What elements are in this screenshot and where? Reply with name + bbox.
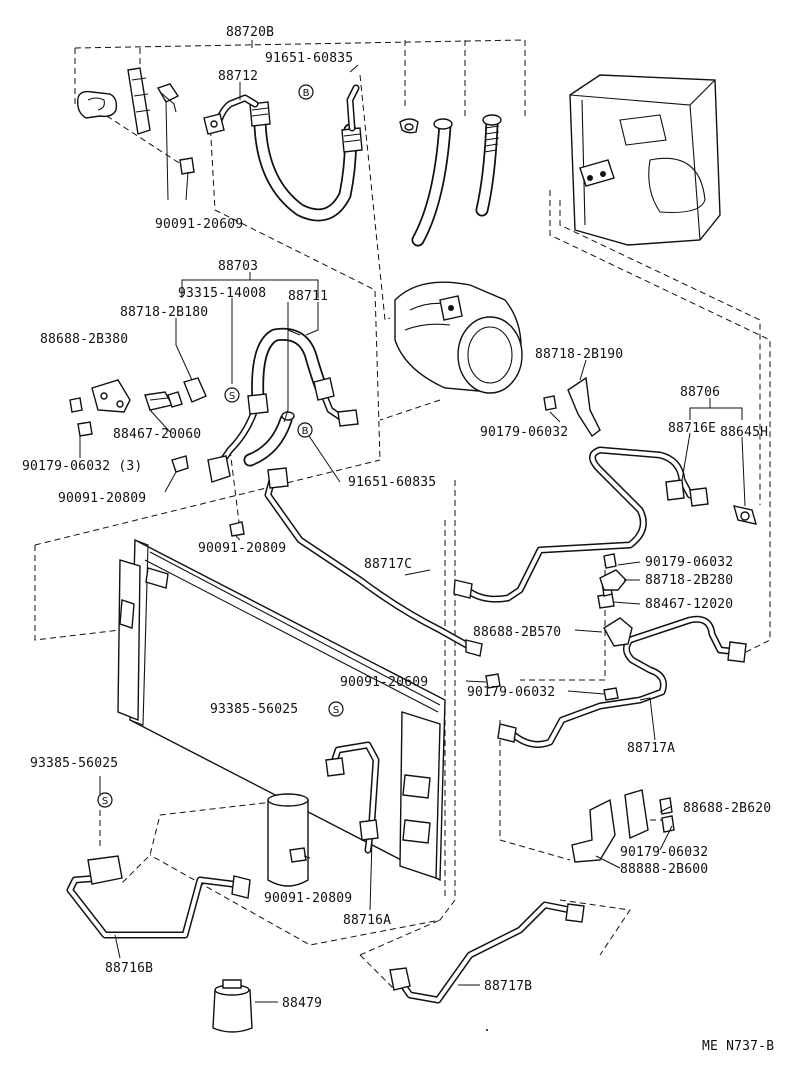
label-88467-20060: 88467-20060 [113, 427, 201, 442]
label-90179-06032-r1: 90179-06032 [480, 425, 568, 440]
bracket-88718-2b190 [543, 376, 601, 438]
label-90179-06032-r4: 90179-06032 [620, 845, 708, 860]
svg-text:S: S [229, 391, 235, 402]
bolts [229, 521, 619, 701]
b-mark-top: B [298, 84, 314, 100]
label-88711: 88711 [288, 289, 328, 304]
s-mark-93385-a: S [328, 701, 344, 717]
bracket-88720b-set [76, 67, 195, 201]
label-90179-06032-3: 90179-06032 (3) [22, 459, 142, 474]
circle-marks: B S B S S [97, 84, 344, 808]
label-90091-20609-mid: 90091-20609 [340, 675, 428, 690]
suction-hose-88712 [203, 84, 363, 222]
discharge-hose-88711 [207, 327, 359, 483]
label-88703: 88703 [218, 259, 258, 274]
label-93385-56025-b: 93385-56025 [30, 756, 118, 771]
label-88688-2b570: 88688-2B570 [473, 625, 561, 640]
label-88717b: 88717B [484, 979, 532, 994]
leader-lines [79, 40, 746, 1003]
label-93385-56025-a: 93385-56025 [210, 702, 298, 717]
label-90091-20609-top: 90091-20609 [155, 217, 243, 232]
label-91651-60835-mid: 91651-60835 [348, 475, 436, 490]
bracket-88688-2b380 [69, 379, 189, 473]
label-88688-2b620: 88688-2B620 [683, 801, 771, 816]
svg-text:S: S [333, 705, 339, 716]
stray-dot [486, 1029, 488, 1031]
label-88717a: 88717A [627, 741, 675, 756]
pressure-switch-88645h [733, 505, 757, 525]
label-91651-60835-top: 91651-60835 [265, 51, 353, 66]
hoses-88720b-right [399, 114, 502, 247]
label-90091-20809-b: 90091-20809 [198, 541, 286, 556]
receiver-drier [267, 793, 309, 887]
compressor-oil-88479 [212, 979, 253, 1033]
liquid-pipe-88717a [497, 615, 747, 748]
pipe-88716b [66, 855, 251, 939]
label-88888-2b600: 88888-2B600 [620, 862, 708, 877]
label-88717c: 88717C [364, 557, 412, 572]
pipe-88716a [325, 741, 380, 854]
evaporator-unit [569, 74, 721, 246]
compressor [394, 281, 523, 394]
svg-text:S: S [102, 796, 108, 807]
label-88706: 88706 [680, 385, 720, 400]
label-88718-2b190: 88718-2B190 [535, 347, 623, 362]
svg-text:B: B [303, 88, 310, 99]
bracket-88718-2b280 [599, 553, 627, 591]
label-88688-2b380: 88688-2B380 [40, 332, 128, 347]
label-93315-14008: 93315-14008 [178, 286, 266, 301]
bracket-88688-2b570 [603, 617, 633, 647]
condenser [117, 538, 446, 882]
label-90091-20809-a: 90091-20809 [58, 491, 146, 506]
b-mark-mid: B [297, 422, 313, 438]
label-88716a: 88716A [343, 913, 391, 928]
label-88720b: 88720B [226, 25, 274, 40]
liquid-pipe-88717c [264, 467, 483, 657]
pressure-switch-88467-20060 [144, 377, 207, 411]
label-90179-06032-r3: 90179-06032 [467, 685, 555, 700]
label-88716e: 88716E [668, 421, 716, 436]
label-88467-12020: 88467-12020 [645, 597, 733, 612]
label-90091-20809-c: 90091-20809 [264, 891, 352, 906]
part-labels: 88720B 91651-60835 88712 90091-20609 887… [22, 25, 774, 1054]
label-88718-2b280: 88718-2B280 [645, 573, 733, 588]
pipe-88717b [389, 901, 585, 1004]
label-88716b: 88716B [105, 961, 153, 976]
label-88479: 88479 [282, 996, 322, 1011]
label-88718-2b180: 88718-2B180 [120, 305, 208, 320]
s-mark-93385-b: S [97, 792, 113, 808]
label-90179-06032-r2: 90179-06032 [645, 555, 733, 570]
label-88645h: 88645H [720, 425, 768, 440]
svg-text:B: B [302, 426, 309, 437]
liquid-pipe-88716e [453, 446, 709, 603]
figure-code: ME N737-B [702, 1039, 774, 1054]
s-mark-93315: S [224, 387, 240, 403]
label-88712: 88712 [218, 69, 258, 84]
